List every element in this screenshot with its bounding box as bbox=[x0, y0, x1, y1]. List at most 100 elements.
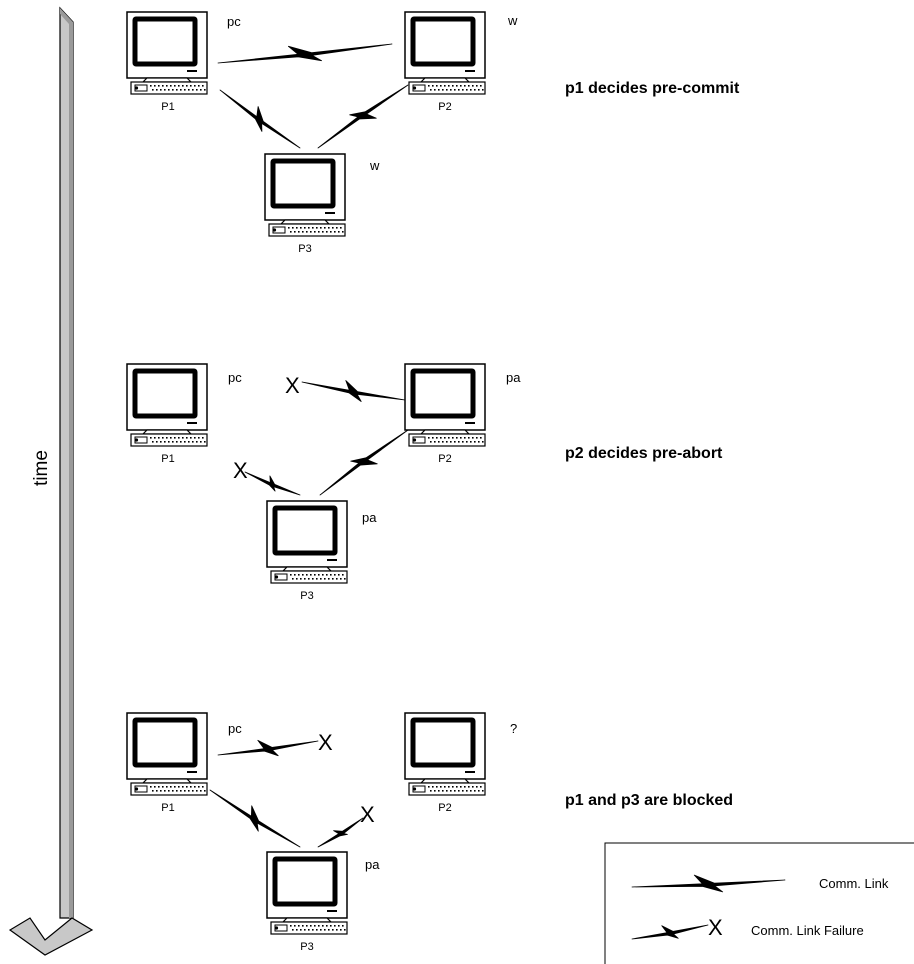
monitor-screen bbox=[132, 717, 198, 768]
lightning-link-bolt bbox=[209, 789, 301, 848]
monitor-screen bbox=[270, 158, 336, 209]
keyboard-key bbox=[194, 786, 196, 788]
keyboard-key bbox=[202, 437, 204, 439]
keyboard-key bbox=[302, 231, 304, 233]
keyboard-key bbox=[330, 574, 332, 576]
keyboard-key bbox=[440, 85, 442, 87]
scene-2: X X P1 P2 P3 pc pa pa p2 decides pre-abo… bbox=[126, 363, 723, 602]
keyboard-key bbox=[202, 786, 204, 788]
keyboard-key bbox=[474, 790, 476, 792]
keyboard-key bbox=[316, 227, 318, 229]
time-axis: time bbox=[8, 6, 94, 956]
keyboard-key bbox=[478, 441, 480, 443]
keyboard-key bbox=[322, 231, 324, 233]
keyboard-key bbox=[178, 786, 180, 788]
lightning-link-bolt bbox=[317, 817, 364, 848]
keyboard-key bbox=[324, 929, 326, 931]
keyboard-key bbox=[476, 786, 478, 788]
keyboard-key bbox=[188, 790, 190, 792]
link-p1-p2-failed bbox=[217, 739, 319, 757]
keyboard-key bbox=[340, 929, 342, 931]
keyboard-key bbox=[454, 790, 456, 792]
keyboard-key bbox=[428, 786, 430, 788]
keyboard-key bbox=[326, 231, 328, 233]
monitor-power-led bbox=[325, 212, 335, 214]
monitor-screen bbox=[410, 717, 476, 768]
lightning-link-bolt bbox=[319, 429, 409, 496]
keyboard-key bbox=[438, 790, 440, 792]
keyboard-key bbox=[316, 929, 318, 931]
keyboard-key bbox=[438, 441, 440, 443]
keyboard-key bbox=[318, 925, 320, 927]
keyboard-key bbox=[186, 786, 188, 788]
scene-heading: p1 decides pre-commit bbox=[565, 80, 740, 97]
node-label-p1: P1 bbox=[161, 802, 174, 814]
computer-icon bbox=[126, 363, 208, 447]
keyboard-key bbox=[442, 441, 444, 443]
scene-heading: p2 decides pre-abort bbox=[565, 445, 723, 462]
keyboard-key bbox=[470, 441, 472, 443]
legend: Comm. Link X Comm. Link Failure bbox=[604, 842, 914, 964]
keyboard-key bbox=[188, 441, 190, 443]
keyboard-key bbox=[170, 85, 172, 87]
keyboard-key bbox=[190, 437, 192, 439]
scene-3: X X P1 P2 P3 pc ? pa p1 and p3 are block… bbox=[126, 712, 733, 953]
keyboard-key bbox=[450, 89, 452, 91]
keyboard-key bbox=[314, 231, 316, 233]
keyboard-key bbox=[298, 574, 300, 576]
keyboard-key bbox=[168, 441, 170, 443]
keyboard-key bbox=[294, 574, 296, 576]
keyboard-key bbox=[444, 437, 446, 439]
computer-icon bbox=[404, 363, 486, 447]
keyboard-key bbox=[450, 790, 452, 792]
lightning-link-bolt bbox=[317, 84, 409, 149]
legend-box bbox=[604, 842, 914, 964]
keyboard-key bbox=[470, 790, 472, 792]
keyboard-key bbox=[452, 85, 454, 87]
keyboard-key bbox=[290, 231, 292, 233]
keyboard-key bbox=[444, 85, 446, 87]
keyboard-key bbox=[476, 437, 478, 439]
keyboard-key bbox=[160, 441, 162, 443]
computer-icon bbox=[264, 153, 346, 237]
failure-mark: X bbox=[285, 373, 300, 398]
keyboard-led bbox=[272, 228, 277, 232]
keyboard-key bbox=[180, 790, 182, 792]
monitor-screen bbox=[132, 16, 198, 67]
monitor-power-led bbox=[465, 422, 475, 424]
keyboard-key bbox=[344, 578, 346, 580]
time-arrow-head bbox=[8, 917, 94, 956]
link-p1-p3 bbox=[219, 89, 301, 149]
computer-icon bbox=[266, 851, 348, 935]
monitor-stand bbox=[141, 429, 193, 435]
monitor-stand bbox=[279, 219, 331, 225]
keyboard-key bbox=[308, 227, 310, 229]
keyboard-led bbox=[134, 787, 139, 791]
keyboard-key bbox=[466, 790, 468, 792]
keyboard-key bbox=[162, 437, 164, 439]
keyboard-key bbox=[430, 89, 432, 91]
node-label-p2: P2 bbox=[438, 453, 451, 465]
keyboard-key bbox=[334, 231, 336, 233]
keyboard-key bbox=[172, 89, 174, 91]
monitor-power-led bbox=[465, 70, 475, 72]
keyboard-key bbox=[446, 790, 448, 792]
keyboard-key bbox=[180, 441, 182, 443]
keyboard-key bbox=[482, 441, 484, 443]
legend-failure-mark: X bbox=[708, 915, 723, 940]
node-state-p1: pc bbox=[227, 14, 241, 29]
keyboard-key bbox=[176, 89, 178, 91]
keyboard-key bbox=[338, 231, 340, 233]
keyboard-key bbox=[430, 790, 432, 792]
keyboard-key bbox=[306, 925, 308, 927]
keyboard-key bbox=[460, 437, 462, 439]
keyboard-key bbox=[456, 786, 458, 788]
keyboard-key bbox=[296, 227, 298, 229]
keyboard-key bbox=[458, 441, 460, 443]
keyboard-key bbox=[436, 786, 438, 788]
keyboard-key bbox=[454, 441, 456, 443]
keyboard-key bbox=[464, 437, 466, 439]
keyboard-key bbox=[468, 786, 470, 788]
keyboard-key bbox=[306, 574, 308, 576]
link-p2-p3 bbox=[319, 429, 409, 496]
